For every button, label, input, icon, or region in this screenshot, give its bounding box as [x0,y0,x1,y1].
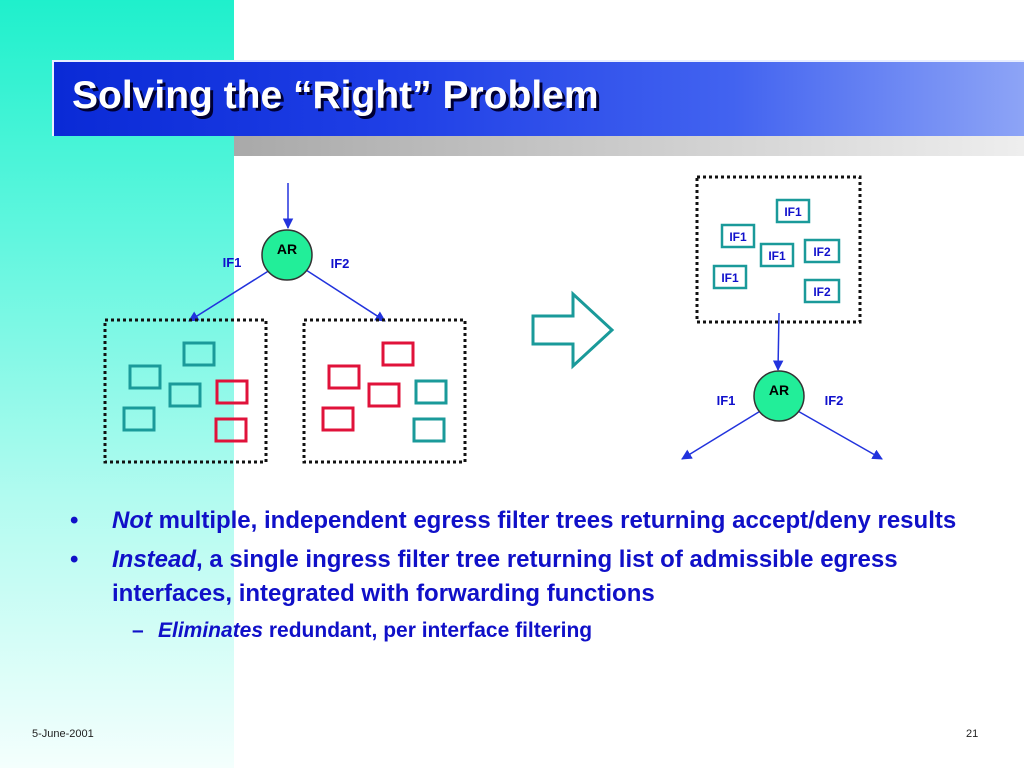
sub-bullet-marker: – [132,619,144,642]
title-bar: Solving the “Right” Problem [52,60,1024,136]
bullet-list: • Not multiple, independent egress filter… [70,504,970,646]
bullet-text: multiple, independent egress filter tree… [151,507,957,534]
bullet-emphasis: Not [112,507,152,534]
right-arrow-if1 [681,409,763,460]
left-filter-tree-box-2 [302,318,467,464]
filter-label: IF2 [813,245,831,259]
ingress-filter-nodes [712,198,841,304]
left-if2-label: IF2 [331,256,350,271]
filter-node [759,242,795,268]
left-router-node [261,229,313,281]
bullet-item: • Instead, a single ingress filter tree r… [70,543,970,611]
ingress-filter-tree-box [695,175,862,324]
filter-node [720,223,756,249]
filter-node [412,417,446,443]
right-router-node [753,370,805,422]
left-arrow-if2 [305,269,386,322]
filter-node [122,406,156,432]
filter-nodes-box-1 [122,341,249,443]
filter-node [381,341,415,367]
filter-label: IF1 [729,230,747,244]
right-diagram: IF1 IF1 IF1 IF2 IF1 IF2 AR IF1 IF2 [681,175,883,460]
bullet-marker: • [70,546,79,573]
transform-arrow-icon [531,290,615,370]
bullet-marker: • [70,507,79,534]
right-input-arrow [772,312,784,372]
filter-node [215,379,249,405]
filter-node [128,364,162,390]
sub-bullet-item: –Eliminates redundant, per interface fil… [70,616,970,646]
right-arrow-if2 [795,409,883,460]
filter-nodes-box-2 [321,341,448,443]
sub-bullet-emphasis: Eliminates [158,619,264,642]
title-shadow-bar [234,136,1024,156]
filter-label: IF2 [813,285,831,299]
filter-node [803,278,841,304]
filter-label: IF1 [784,205,802,219]
right-if1-label: IF1 [717,393,736,408]
left-router-label: AR [277,241,297,257]
right-router-label: AR [769,382,789,398]
filter-node [182,341,216,367]
footer-date: 5-June-2001 [32,728,94,740]
filter-node [803,238,841,264]
left-diagram: AR IF1 IF2 [103,183,467,464]
bullet-emphasis: Instead [112,546,197,573]
slide-title: Solving the “Right” Problem [72,74,599,117]
right-if2-label: IF2 [825,393,844,408]
filter-node [414,379,448,405]
bullet-text: , a single ingress filter tree returning… [112,546,898,607]
filter-node [775,198,811,224]
filter-label: IF1 [721,271,739,285]
page-number: 21 [966,728,979,740]
left-if1-label: IF1 [223,255,242,270]
filter-node [327,364,361,390]
left-filter-tree-box-1 [103,318,268,464]
filter-label: IF1 [768,249,786,263]
filter-node [712,264,748,290]
sub-bullet-text: redundant, per interface filtering [263,619,593,642]
bullet-item: • Not multiple, independent egress filter… [70,504,970,538]
left-arrow-if1 [188,269,271,322]
filter-node [321,406,355,432]
filter-node [367,382,401,408]
ingress-filter-labels: IF1 IF1 IF1 IF2 IF1 IF2 [721,205,831,299]
filter-node [168,382,202,408]
filter-node [214,417,248,443]
